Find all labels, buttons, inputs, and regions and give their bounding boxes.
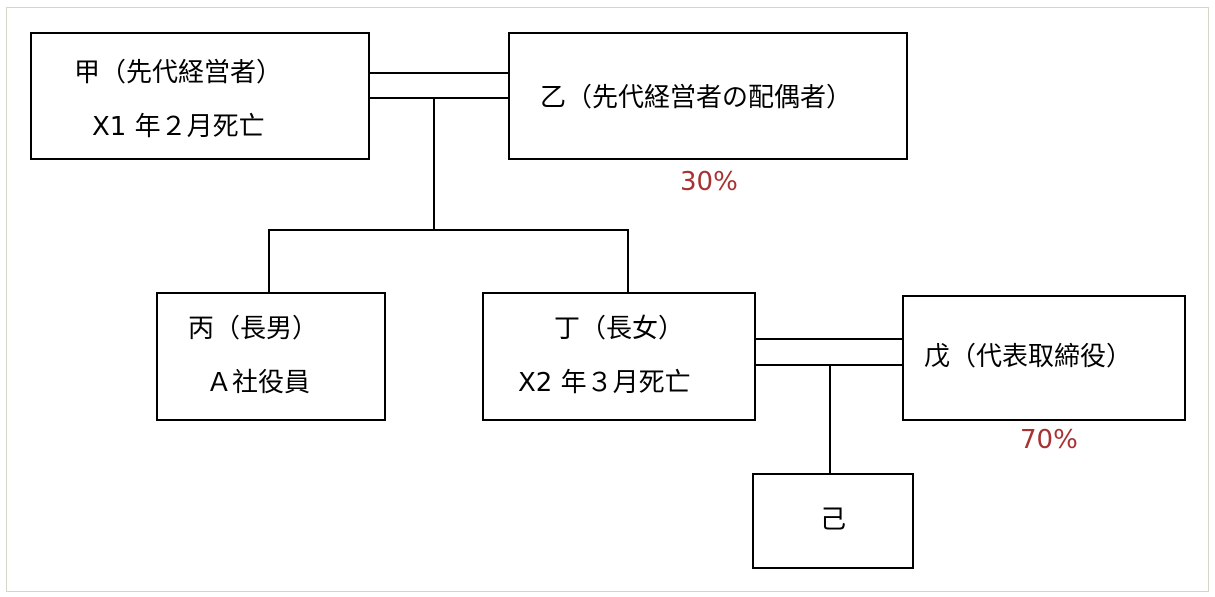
person-ko-note: X1 年２月死亡 (92, 112, 265, 142)
descent-line-ko-otsu (433, 97, 435, 231)
person-box-ki: 己 (752, 473, 914, 569)
marriage-line-ko-otsu-upper (370, 72, 508, 74)
person-box-ko: 甲（先代経営者） X1 年２月死亡 (30, 32, 370, 160)
person-hei-name: 丙（長男） (188, 314, 319, 344)
share-bo: 70% (1020, 425, 1078, 455)
person-tei-note: X2 年３月死亡 (518, 368, 691, 398)
child-line-hei (268, 229, 270, 292)
person-box-hei: 丙（長男） Ａ社役員 (156, 292, 386, 421)
marriage-line-tei-bo-upper (756, 338, 902, 340)
person-box-otsu: 乙（先代経営者の配偶者） (508, 32, 908, 160)
child-line-ki (829, 364, 831, 473)
children-bar-ko-otsu (268, 229, 629, 231)
marriage-line-ko-otsu-lower (370, 97, 508, 99)
person-hei-note: Ａ社役員 (206, 368, 311, 398)
child-line-tei (627, 229, 629, 292)
person-ko-name: 甲（先代経営者） (74, 58, 283, 88)
share-otsu: 30% (680, 167, 738, 197)
person-otsu-name: 乙（先代経営者の配偶者） (540, 83, 853, 113)
diagram-frame (6, 7, 1209, 592)
person-tei-name: 丁（長女） (554, 314, 685, 344)
person-bo-name: 戊（代表取締役） (924, 342, 1133, 372)
person-box-tei: 丁（長女） X2 年３月死亡 (482, 292, 756, 421)
person-box-bo: 戊（代表取締役） (902, 295, 1186, 421)
person-ki-name: 己 (820, 505, 847, 535)
